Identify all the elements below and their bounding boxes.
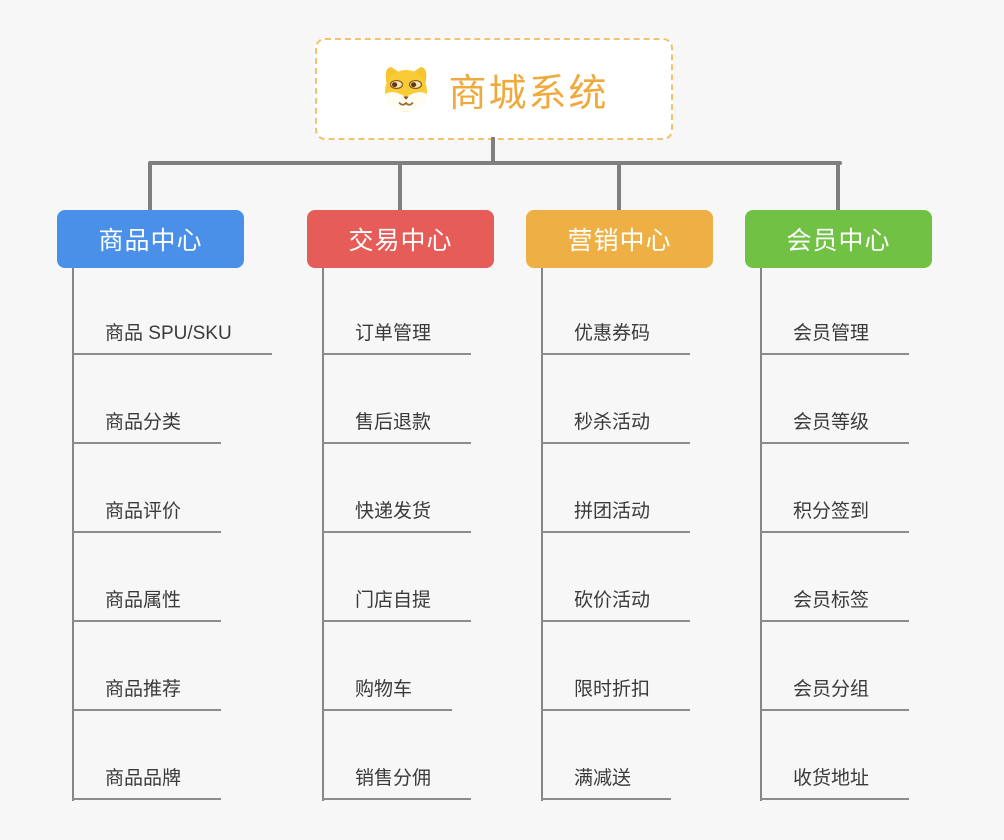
connector-drop-2 [398,163,402,212]
branch-subtopics-trade: 订单管理 售后退款 快递发货 门店自提 购物车 销售分佣 [322,266,472,800]
branch-subtopics-member: 会员管理 会员等级 积分签到 会员标签 会员分组 收货地址 [760,266,910,800]
subtopic[interactable]: 商品推荐 [72,622,222,711]
subtopic[interactable]: 售后退款 [322,355,472,444]
shiba-dog-icon [379,64,433,114]
connector-root-stem [491,137,495,164]
subtopic[interactable]: 销售分佣 [322,711,472,800]
branch-topic-member-center[interactable]: 会员中心 [745,210,932,268]
subtopic[interactable]: 门店自提 [322,533,472,622]
branch-topic-marketing-center[interactable]: 营销中心 [526,210,713,268]
subtopic[interactable]: 收货地址 [760,711,910,800]
subtopic[interactable]: 优惠券码 [541,266,691,355]
branch-rail [72,268,74,801]
branch-subtopics-marketing: 优惠券码 秒杀活动 拼团活动 砍价活动 限时折扣 满减送 [541,266,691,800]
subtopic[interactable]: 商品评价 [72,444,222,533]
subtopic[interactable]: 订单管理 [322,266,472,355]
subtopic[interactable]: 会员分组 [760,622,910,711]
subtopic[interactable]: 会员管理 [760,266,910,355]
branch-topic-product-center[interactable]: 商品中心 [57,210,244,268]
connector-drop-4 [836,163,840,212]
root-topic-label: 商城系统 [448,72,609,115]
branch-rail [541,268,543,801]
branch-topic-trade-center[interactable]: 交易中心 [307,210,494,268]
subtopic[interactable]: 限时折扣 [541,622,691,711]
subtopic[interactable]: 砍价活动 [541,533,691,622]
subtopic[interactable]: 购物车 [322,622,453,711]
subtopic[interactable]: 会员标签 [760,533,910,622]
branch-subtopics-product: 商品 SPU/SKU 商品分类 商品评价 商品属性 商品推荐 商品品牌 [72,266,272,800]
root-topic[interactable]: 商城系统 [315,38,673,140]
subtopic[interactable]: 快递发货 [322,444,472,533]
branch-rail [322,268,324,801]
connector-drop-3 [617,163,621,212]
subtopic[interactable]: 拼团活动 [541,444,691,533]
subtopic[interactable]: 商品 SPU/SKU [72,266,272,355]
connector-bus [148,161,842,165]
connector-drop-1 [148,163,152,212]
subtopic[interactable]: 商品属性 [72,533,222,622]
branch-rail [760,268,762,801]
subtopic[interactable]: 商品品牌 [72,711,222,800]
subtopic[interactable]: 会员等级 [760,355,910,444]
subtopic[interactable]: 满减送 [541,711,672,800]
subtopic[interactable]: 积分签到 [760,444,910,533]
subtopic[interactable]: 商品分类 [72,355,222,444]
subtopic[interactable]: 秒杀活动 [541,355,691,444]
